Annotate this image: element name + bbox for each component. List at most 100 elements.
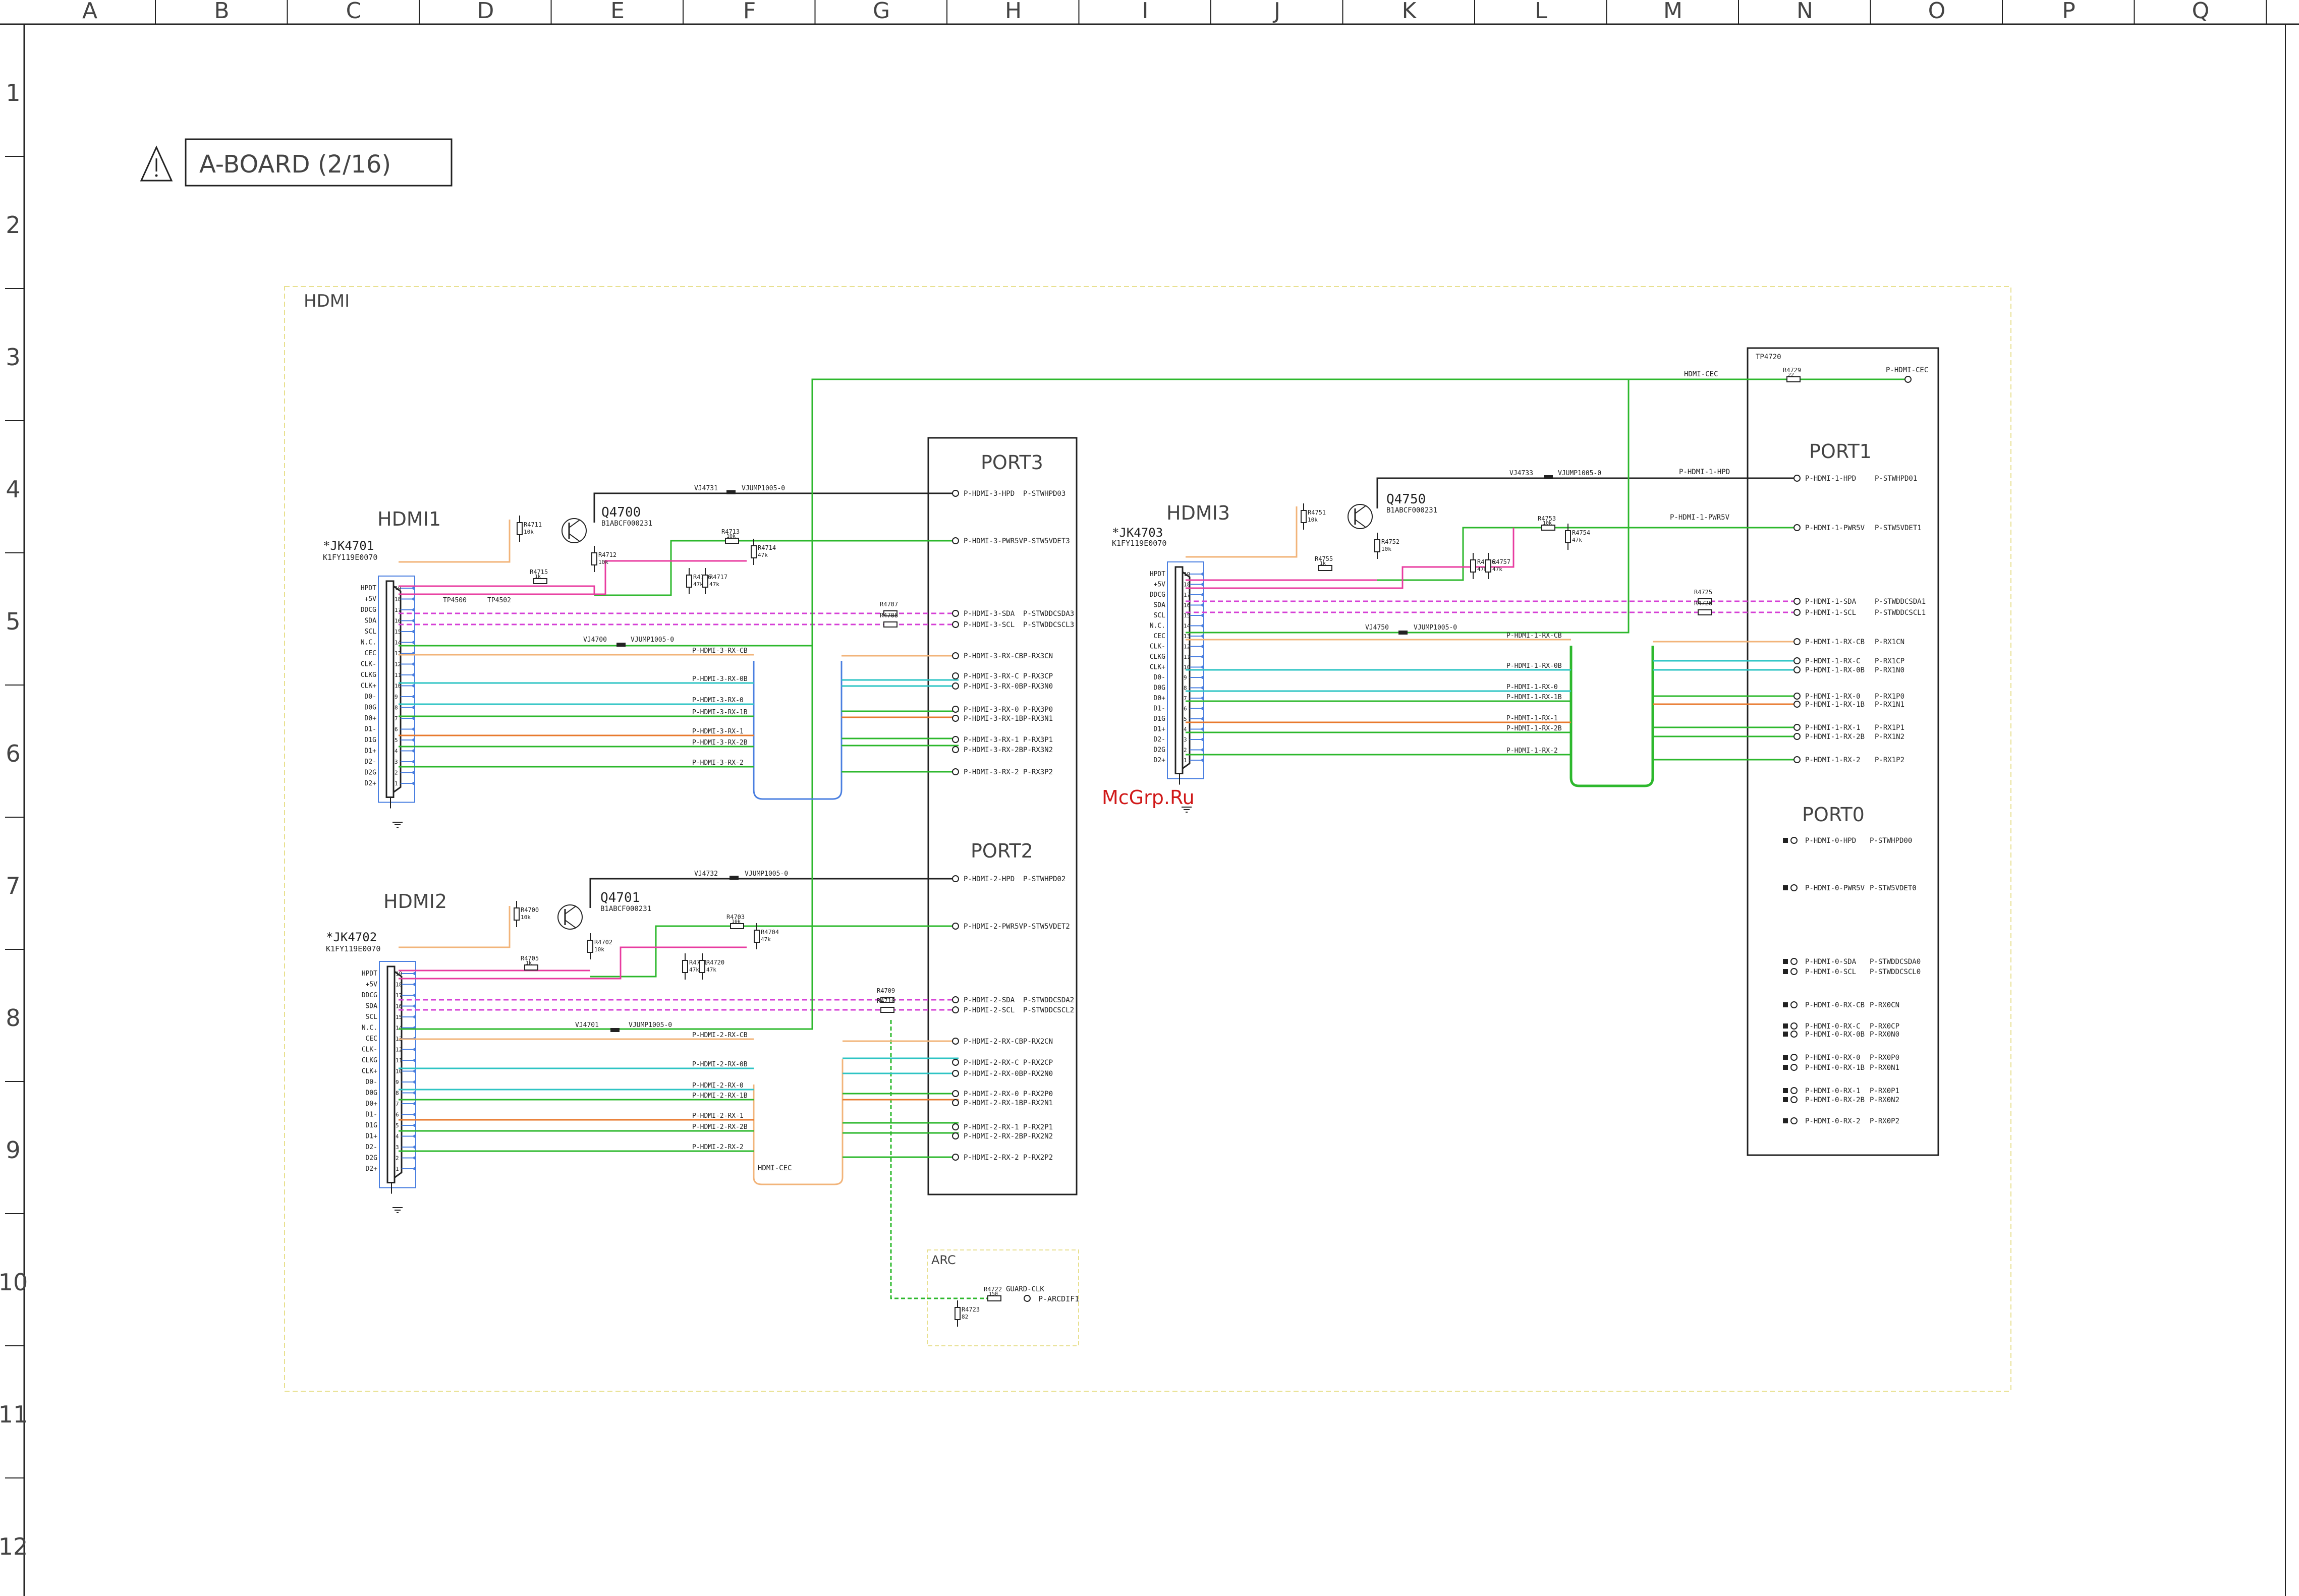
port-net-label: P-HDMI-3-PWR5V [964, 537, 1024, 545]
port-signal-label: P-RX1P2 [1875, 756, 1904, 764]
column-label: C [346, 0, 362, 24]
svg-text:VJUMP1005-0: VJUMP1005-0 [631, 636, 674, 644]
pin-name: CLK- [362, 1046, 377, 1054]
resistor-value: 47k [689, 966, 699, 973]
resistor-ref: R4726 [1694, 600, 1712, 607]
pin-name: D0+ [365, 715, 377, 722]
port-net-label: P-HDMI-1-RX-0 [1805, 693, 1861, 701]
column-label: M [1663, 0, 1683, 24]
resistor-ref: R4754 [1572, 529, 1590, 536]
resistor-value: 10k [598, 559, 608, 565]
pin-number: 14 [396, 1025, 403, 1032]
column-label: F [743, 0, 756, 24]
resistor-value: 10k [524, 529, 534, 535]
net-label: P-HDMI-2-RX-1B [692, 1092, 748, 1100]
port-signal-label: P-RX3N1 [1023, 715, 1053, 723]
wires [399, 378, 1907, 1299]
port-net-label: P-HDMI-3-RX-0B [964, 682, 1023, 691]
pin-name: D0G [365, 704, 377, 712]
q4701-part: B1ABCF000231 [600, 905, 651, 913]
port-net-label: P-HDMI-0-PWR5V [1805, 884, 1865, 892]
resistor-value: 82 [962, 1314, 968, 1320]
port-net-label: P-HDMI-0-RX-C [1805, 1022, 1861, 1031]
resistor-value: 1k [535, 574, 541, 580]
resistor-value: 22 [1788, 372, 1794, 378]
net-p-arcdif1: P-ARCDIF1 [1038, 1294, 1079, 1303]
pin-number: 13 [1184, 633, 1190, 640]
net-p-hdmi-cec: P-HDMI-CEC [1886, 366, 1928, 374]
column-label: O [1928, 0, 1946, 24]
svg-text:VJ4700: VJ4700 [583, 636, 607, 644]
pin-name: D1G [365, 736, 377, 744]
port-net-label: P-HDMI-3-RX-2B [964, 746, 1023, 754]
watermark-text: McGrp.Ru [1102, 786, 1195, 809]
pin-number: 19 [1184, 571, 1190, 578]
resistor-value: 10k [726, 534, 736, 539]
resistor-value: 47k [706, 966, 716, 973]
pin-number: 7 [1184, 695, 1187, 702]
net-label: P-HDMI-1-RX-2B [1506, 725, 1562, 732]
net-label: P-HDMI-1-RX-2 [1506, 747, 1558, 755]
pin-name: D2- [365, 758, 376, 766]
port-signal-label: P-RX1CN [1875, 638, 1904, 646]
pin-name: D0+ [366, 1100, 378, 1108]
net-label: P-HDMI-3-RX-2B [692, 739, 748, 747]
resistor-value: 10k [594, 946, 604, 953]
net-label: P-HDMI-3-RX-0 [692, 697, 744, 704]
pin-name: DDCG [1150, 591, 1165, 599]
pin-number: 14 [395, 640, 402, 646]
port-net-label: P-HDMI-2-RX-0B [964, 1070, 1023, 1078]
port-signal-label: P-STW5VDET2 [1023, 923, 1070, 931]
port-signal-label: P-STW5VDET0 [1870, 884, 1917, 892]
port-signal-label: P-RX3P1 [1023, 736, 1053, 744]
port0-title: PORT0 [1802, 804, 1865, 826]
port-net-label: P-HDMI-2-SCL [964, 1006, 1015, 1014]
port-net-label: P-HDMI-3-HPD [964, 490, 1015, 498]
resistor-ref: R4753 [1538, 515, 1556, 522]
pin-name: D2G [1154, 747, 1166, 754]
pin-number: 16 [1184, 602, 1190, 609]
resistor-ref: R4729 [1783, 367, 1801, 374]
svg-text:VJUMP1005-0: VJUMP1005-0 [1414, 624, 1457, 632]
pin-number: 10 [1184, 664, 1190, 671]
resistor-ref: R4757 [1492, 558, 1510, 565]
pin-name: SCL [366, 1013, 378, 1021]
pin-number: 18 [1184, 582, 1190, 588]
row-label: 1 [6, 79, 20, 106]
jk4702-ref: *JK4702 [326, 930, 377, 944]
port-net-label: P-HDMI-2-RX-1B [964, 1099, 1023, 1107]
pin-name: CLK- [1150, 643, 1165, 651]
q4701-transistor [557, 904, 583, 930]
resistor-value: 47k [761, 936, 771, 943]
resistor-value: 47k [693, 581, 703, 588]
pin-name: DDCG [362, 992, 377, 999]
jumpers: VJ4731 VJUMP1005-0 VJ4732 VJUMP1005-0 VJ… [575, 470, 1601, 1032]
q4700-ref: Q4700 [601, 505, 641, 520]
port-signal-label: P-STWHPD02 [1023, 875, 1066, 883]
pin-number: 6 [1184, 706, 1187, 712]
resistor-ref: R4713 [721, 528, 740, 535]
port-signal-label: P-RX1N1 [1875, 701, 1904, 709]
pin-name: N.C. [1150, 622, 1165, 630]
pin-number: 2 [396, 1155, 399, 1162]
pin-name: D0- [1154, 674, 1165, 681]
port-net-label: P-HDMI-0-RX-1B [1805, 1064, 1865, 1072]
net-label: P-HDMI-3-RX-2 [692, 759, 744, 767]
svg-text:VJUMP1005-0: VJUMP1005-0 [629, 1021, 672, 1029]
port-net-label: P-HDMI-1-SCL [1805, 609, 1856, 617]
port-signal-label: P-RX0P0 [1870, 1054, 1899, 1062]
board-title: A-BOARD (2/16) [199, 150, 391, 179]
row-label: 12 [0, 1533, 28, 1560]
port-signal-label: P-RX1P0 [1875, 693, 1904, 701]
pin-number: 1 [1184, 757, 1187, 764]
port1-0-box [1747, 347, 1939, 1156]
port-signal-label: P-STWDDCSCL2 [1023, 1006, 1074, 1014]
pin-number: 2 [395, 770, 398, 776]
port-signal-label: P-RX0N2 [1870, 1096, 1899, 1104]
port-net-label: P-HDMI-1-SDA [1805, 598, 1857, 606]
q4700-transistor [562, 518, 587, 543]
pin-number: 15 [1184, 612, 1190, 619]
pin-name: CLKG [1150, 653, 1165, 661]
pin-name: N.C. [361, 639, 376, 647]
